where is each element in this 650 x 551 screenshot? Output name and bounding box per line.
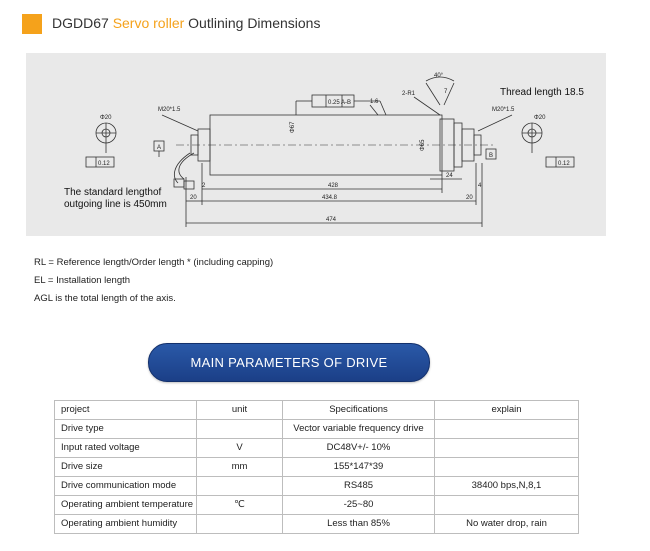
header-project: project [54,400,197,420]
dim-roughness: 1.6 [370,99,379,105]
dim-474: 474 [326,217,337,223]
header-unit: unit [196,400,283,420]
dim-4: 4 [478,183,482,189]
length-notes: RL = Reference length/Order length * (in… [34,254,273,308]
datum-b: B [489,153,493,159]
note-el: EL = Installation length [34,275,131,286]
orange-square-icon [22,14,42,34]
outline-drawing: 428 434.8 474 20 20 24 2 4 7 40° 1.6 2-R… [26,53,606,236]
header-explain: explain [434,400,579,420]
note-rl: RL = Reference length/Order length * (in… [34,257,274,268]
cable-length-note: The standard lengthof outgoing line is 4… [64,187,167,210]
phi-right: Φ20 [534,115,546,121]
note-agl: AGL is the total length of the axis. [34,293,176,304]
drive-parameters-table: project unit Specifications explain Driv… [54,400,579,534]
header-specifications: Specifications [282,400,435,420]
thread-left: M20*1.5 [158,107,181,113]
tol-right: 0.12 [558,161,570,167]
dim-428: 428 [328,183,339,189]
table-header-row: project unit Specifications explain [54,400,579,420]
phi65: Φ65 [420,139,426,151]
dim-chamfer: 2-R1 [402,91,416,97]
section-title: DGDD67 Servo roller Outlining Dimensions [52,15,321,31]
runout-callout: 0.25 A-B [328,100,351,106]
roller-drawing-svg: 428 434.8 474 20 20 24 2 4 7 40° 1.6 2-R… [85,73,575,227]
dim-7: 7 [444,89,448,95]
table-row: Input rated voltage V DC48V+/- 10% [54,438,579,458]
dim-2: 2 [202,183,206,189]
tol-left: 0.12 [98,161,110,167]
main-parameters-banner: MAIN PARAMETERS OF DRIVE [148,343,430,382]
table-row: Drive type Vector variable frequency dri… [54,419,579,439]
dim-24: 24 [446,173,453,179]
table-row: Drive communication mode RS485 38400 bps… [54,476,579,496]
phi-left: Φ20 [100,115,112,121]
dim-angle: 40° [434,73,444,79]
table-row: Operating ambient temperature ℃ -25~80 [54,495,579,515]
phi67: Φ67 [290,121,296,133]
thread-right: M20*1.5 [492,107,515,113]
thread-length-note: Thread length 18.5 [500,87,584,98]
table-row: Drive size mm 155*147*39 [54,457,579,477]
table-row: Operating ambient humidity Less than 85%… [54,514,579,534]
dim-20-left: 20 [190,195,197,201]
datum-a: A [157,145,161,151]
dim-20-right: 20 [466,195,473,201]
dim-434-8: 434.8 [322,195,338,201]
